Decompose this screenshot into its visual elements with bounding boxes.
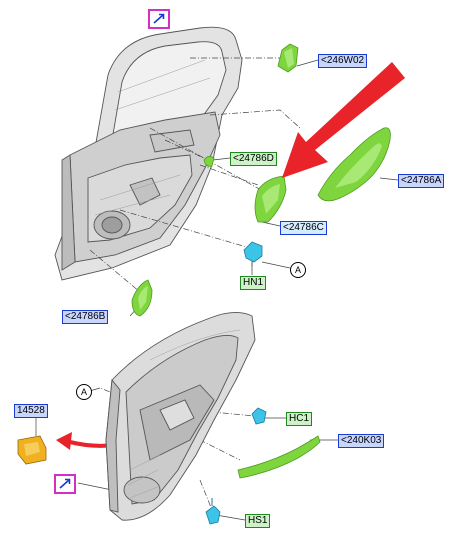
callout-24786a[interactable]: <24786A: [398, 174, 445, 188]
part-hn1-clip: [243, 241, 263, 263]
callout-246w02[interactable]: <246W02: [318, 54, 368, 68]
external-link-arrow-icon: [59, 478, 71, 489]
callout-24786d[interactable]: <24786D: [230, 152, 277, 166]
callout-24786b[interactable]: <24786B: [62, 310, 109, 324]
door-trim-panel: [105, 312, 256, 521]
part-24786a: [317, 127, 391, 202]
reference-marker-a-upper: A: [290, 262, 306, 278]
external-link-icon[interactable]: [148, 9, 170, 29]
part-24786c: [254, 175, 287, 223]
part-14528-switch: [17, 435, 47, 465]
part-24786b: [131, 279, 153, 317]
callout-hn1[interactable]: HN1: [240, 276, 267, 290]
part-hs1-clip: [205, 498, 221, 525]
callout-14528[interactable]: 14528: [14, 404, 48, 418]
part-hc1-clip: [251, 407, 267, 425]
part-246w02: [277, 43, 299, 73]
callout-240k03[interactable]: <240K03: [338, 434, 385, 448]
callout-hs1[interactable]: HS1: [245, 514, 271, 528]
callout-hc1[interactable]: HC1: [286, 412, 313, 426]
callout-24786c[interactable]: <24786C: [280, 221, 327, 235]
door-frame: [54, 26, 243, 281]
trim-panel-details: [127, 329, 241, 499]
red-pointer-arrow: [282, 62, 405, 178]
external-link-icon-bottom[interactable]: [54, 474, 76, 494]
reference-marker-a-lower: A: [76, 384, 92, 400]
door-frame-details: [94, 59, 211, 216]
external-link-arrow-icon: [153, 13, 165, 24]
part-24786d: [203, 156, 215, 167]
part-240k03-strip: [237, 435, 321, 479]
